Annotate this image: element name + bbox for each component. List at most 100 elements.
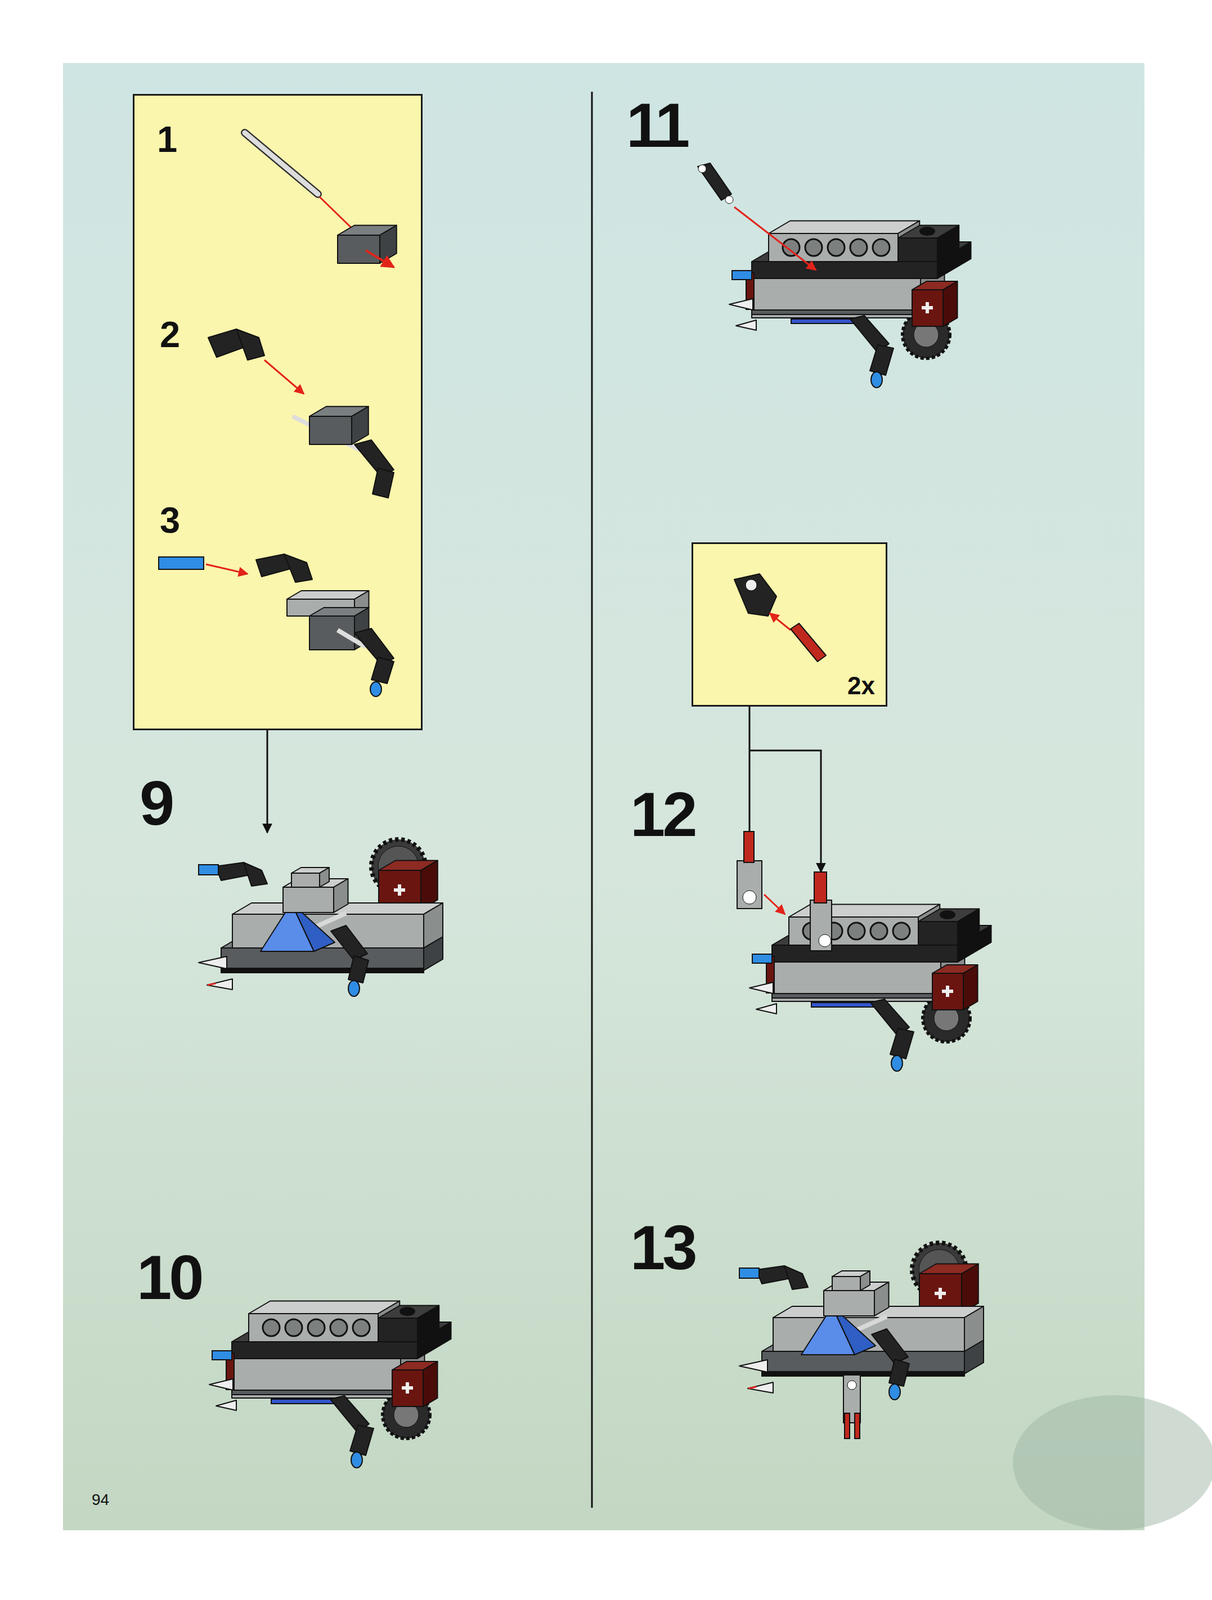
brick-side: [860, 1271, 870, 1291]
arrow: [205, 564, 248, 574]
sub-step-number: 1: [156, 120, 178, 158]
axle: [244, 132, 318, 195]
brick-front: [823, 1290, 875, 1317]
beam-hole: [805, 239, 823, 257]
brick-side: [937, 225, 959, 263]
brick-front: [832, 1276, 861, 1291]
brick-front: [337, 235, 380, 264]
step-model: [198, 839, 443, 997]
step-number: 13: [630, 1216, 695, 1280]
brick-front: [283, 887, 334, 913]
brick-front: [751, 278, 921, 318]
arm: [784, 1266, 808, 1290]
brick-front: [231, 1358, 401, 1399]
brick-side: [874, 1282, 890, 1317]
arm: [243, 862, 268, 887]
beam-hole: [850, 239, 868, 257]
connector: [372, 468, 394, 498]
brick-front: [918, 921, 958, 946]
background: [63, 63, 1145, 1531]
brick-side: [961, 1264, 979, 1314]
stripe: [271, 1399, 334, 1404]
brick-front: [378, 1318, 418, 1342]
blue-pin: [158, 557, 204, 570]
step-model: [729, 221, 972, 389]
red-axle: [743, 831, 754, 863]
step-number: 11: [626, 93, 688, 157]
brick: [378, 1305, 439, 1343]
connector-part: [737, 831, 832, 951]
brick-front: [221, 948, 424, 971]
brick-side: [333, 878, 349, 913]
brick-side: [423, 903, 443, 949]
stripe: [751, 310, 921, 315]
axle: [292, 416, 361, 451]
arrow: [764, 894, 785, 915]
beam-hole: [827, 239, 845, 257]
arm: [869, 344, 894, 376]
beam-hole: [330, 1319, 348, 1337]
quantity-label: 2x: [847, 673, 875, 699]
callout-illustration: [134, 95, 425, 733]
brick: [309, 406, 369, 446]
brick: [832, 1271, 870, 1291]
blue-pin: [198, 864, 219, 875]
callout-art: [734, 573, 827, 662]
stud: [399, 1307, 416, 1317]
red-axle: [814, 872, 827, 904]
background-foliage: [1012, 1395, 1212, 1531]
brick: [337, 225, 397, 264]
spike: [735, 320, 757, 331]
brick-side: [963, 964, 978, 1010]
stud: [939, 910, 956, 920]
brick-front: [392, 1370, 424, 1407]
brick: [918, 909, 980, 946]
stripe: [771, 993, 941, 999]
step-number: 9: [139, 771, 172, 836]
step-model: [209, 1301, 452, 1469]
red-axle: [854, 1413, 860, 1439]
arm: [348, 955, 369, 983]
brick-front: [761, 1351, 965, 1375]
brick-front: [751, 261, 938, 279]
brick-side: [379, 225, 397, 264]
brick-side: [957, 909, 980, 946]
brick: [291, 867, 330, 888]
spike: [756, 1003, 777, 1014]
brick: [248, 1301, 400, 1343]
red-axle: [790, 623, 827, 662]
stripe: [811, 1002, 874, 1008]
connector: [734, 573, 777, 617]
arm: [890, 1028, 914, 1059]
brick-side: [420, 860, 438, 911]
brick-side: [319, 867, 330, 888]
pin-hole: [847, 1380, 857, 1390]
axle-hole: [405, 1382, 410, 1394]
brick: [286, 590, 370, 617]
connector: [737, 860, 762, 909]
blue-pin: [891, 1055, 903, 1072]
axle-end: [725, 195, 734, 204]
spike: [747, 1382, 774, 1394]
brick: [898, 225, 959, 263]
spike: [207, 979, 233, 990]
blue-pin: [212, 1350, 232, 1360]
arrow: [264, 360, 304, 394]
blue-pin: [732, 270, 752, 280]
arrow: [365, 250, 394, 268]
connector: [236, 329, 265, 361]
axle-part: [697, 163, 732, 201]
axle-hole: [945, 985, 950, 998]
brick: [919, 1264, 979, 1314]
beam-hole: [870, 922, 888, 940]
spike: [739, 1359, 768, 1373]
spike-tip: [207, 983, 216, 986]
blue-pin: [871, 371, 883, 388]
arm: [349, 1425, 374, 1456]
brick-front: [932, 973, 964, 1010]
spike: [198, 956, 227, 969]
blue-pin: [351, 1452, 363, 1469]
brick-front: [231, 1341, 418, 1359]
brick-side: [943, 281, 958, 327]
